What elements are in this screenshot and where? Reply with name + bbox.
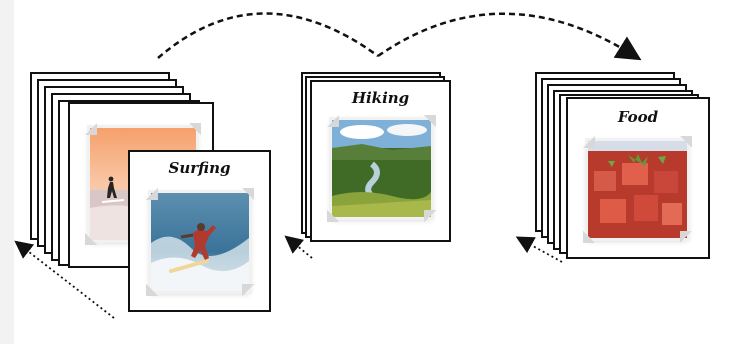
album-label-surfing: Surfing [168,159,231,177]
photo-corner-tab [146,188,158,200]
photo-corner-tab [424,210,436,222]
poke-bowl-photo [588,141,687,238]
river-valley-photo [332,120,431,217]
photo-corner-tab [680,136,692,148]
photo-corner-tab [189,123,201,135]
photo-corner-tab [242,188,254,200]
album-label-food: Food [617,108,659,126]
photo-corner-tab [242,284,254,296]
poke-bowl-image [588,141,687,238]
photo-corner-tab [583,231,595,243]
photo-corner-tab [424,115,436,127]
surfer-photo [151,193,249,291]
hiking-album-card[interactable]: Hiking [310,80,451,242]
photo-corner-tab [146,284,158,296]
surfing-album-card[interactable]: Surfing [128,150,271,312]
photo-corner-tab [583,136,595,148]
photo-corner-tab [327,115,339,127]
photo-corner-tab [680,231,692,243]
river-valley-image [332,120,431,217]
photo-corner-tab [327,210,339,222]
photo-corner-tab [85,123,97,135]
photo-corner-tab [85,233,97,245]
album-label-hiking: Hiking [351,89,410,107]
food-album-card[interactable]: Food [566,97,710,259]
surfer-image [151,193,249,291]
